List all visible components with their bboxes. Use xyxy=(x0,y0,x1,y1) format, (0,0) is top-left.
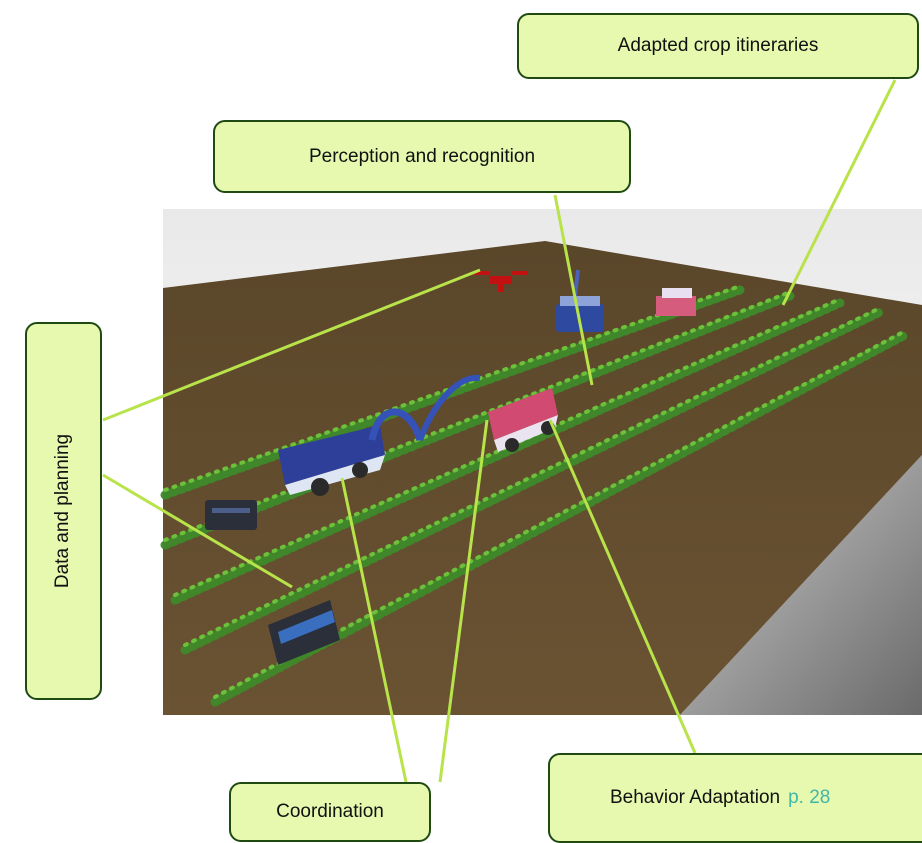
callout-adapted-crop-itineraries: Adapted crop itineraries xyxy=(517,13,919,79)
callout-coordination-label: Coordination xyxy=(276,801,384,822)
callout-adapted-crop-itineraries-label: Adapted crop itineraries xyxy=(617,35,819,56)
leader-lines xyxy=(102,79,897,783)
robot-dark-left xyxy=(205,500,257,530)
callout-perception-recognition: Perception and recognition xyxy=(213,120,631,193)
robot-front-blue xyxy=(278,374,481,496)
callout-behavior-adaptation-label: Behavior Adaptation xyxy=(610,787,781,808)
robot-back-pink xyxy=(656,288,696,316)
callout-data-planning: Data and planning xyxy=(25,322,102,700)
drone xyxy=(474,271,528,292)
callout-coordination: Coordination xyxy=(229,782,431,842)
robot-dark-front xyxy=(268,600,340,665)
callout-data-planning-label: Data and planning xyxy=(52,433,74,589)
callout-perception-recognition-label: Perception and recognition xyxy=(308,145,536,167)
page-reference: p. 28 xyxy=(788,787,831,808)
callout-behavior-adaptation: Behavior Adaptation p. 28 xyxy=(548,753,922,843)
